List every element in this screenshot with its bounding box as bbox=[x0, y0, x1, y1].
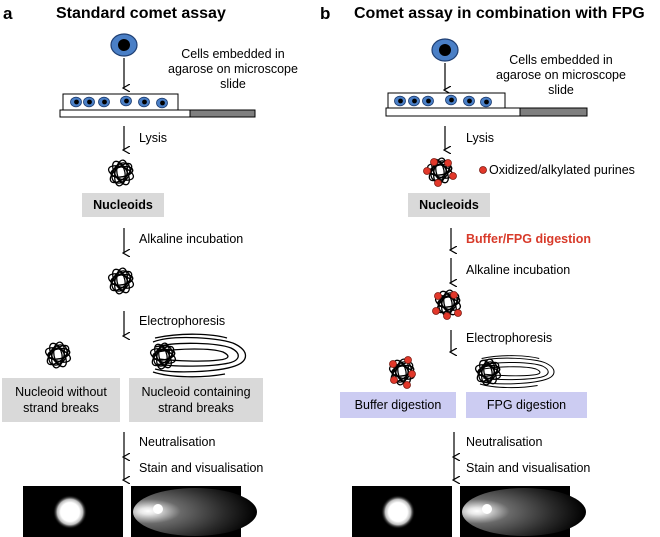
panel-b-step-embed: Cells embedded in agarose on microscope … bbox=[496, 53, 626, 97]
panel-a-diagram bbox=[23, 33, 257, 537]
panel-b-nucleoids-box: Nucleoids bbox=[408, 193, 490, 217]
panel-a-step-stain: Stain and visualisation bbox=[139, 461, 264, 475]
panel-b-step-stain: Stain and visualisation bbox=[466, 461, 591, 475]
panel-b-letter: b bbox=[320, 4, 331, 23]
panel-b-box-fpg: FPG digestion bbox=[466, 392, 587, 418]
nucleoid-icon bbox=[106, 266, 136, 296]
panel-a-box-no-breaks: Nucleoid without strand breaks bbox=[2, 378, 120, 422]
nucleoid-icon bbox=[106, 158, 136, 188]
nucleoid-buffer-icon bbox=[387, 356, 417, 389]
panel-b-step-alkaline: Alkaline incubation bbox=[466, 263, 571, 277]
cell-icon bbox=[431, 38, 459, 62]
legend-purines-label: Oxidized/alkylated purines bbox=[489, 163, 635, 177]
panel-a-step-embed: Cells embedded in agarose on microscope … bbox=[168, 47, 298, 91]
microscope-slide bbox=[385, 92, 588, 117]
nucleoid-icon bbox=[43, 340, 73, 370]
panel-a-nucleoids-box: Nucleoids bbox=[82, 193, 164, 217]
nucleoid-purines-icon bbox=[432, 288, 463, 320]
nucleoid-fpg-icon bbox=[473, 355, 555, 389]
panel-a-step-neutralisation: Neutralisation bbox=[139, 435, 216, 449]
panel-a-title: Standard comet assay bbox=[56, 5, 226, 22]
microscope-slide bbox=[59, 93, 256, 118]
nucleoid-purines-icon bbox=[423, 156, 457, 187]
panel-a-step-electrophoresis: Electrophoresis bbox=[139, 314, 226, 328]
panel-b-step-lysis: Lysis bbox=[466, 131, 495, 145]
legend-purine-dot bbox=[479, 166, 487, 174]
panel-a-letter: a bbox=[3, 4, 13, 23]
panel-b-diagram bbox=[352, 38, 588, 537]
panel-b-title: Comet assay in combination with FPG bbox=[354, 5, 645, 22]
panel-a-box-breaks: Nucleoid containing strand breaks bbox=[129, 378, 263, 422]
panel-b-step-digestion: Buffer/FPG digestion bbox=[466, 232, 591, 246]
cell-icon bbox=[110, 33, 138, 57]
panel-a-step-alkaline: Alkaline incubation bbox=[139, 232, 244, 246]
panel-b-step-electrophoresis: Electrophoresis bbox=[466, 331, 553, 345]
panel-b-step-neutralisation: Neutralisation bbox=[466, 435, 543, 449]
panel-a-step-lysis: Lysis bbox=[139, 131, 168, 145]
panel-b-box-buffer: Buffer digestion bbox=[340, 392, 456, 418]
